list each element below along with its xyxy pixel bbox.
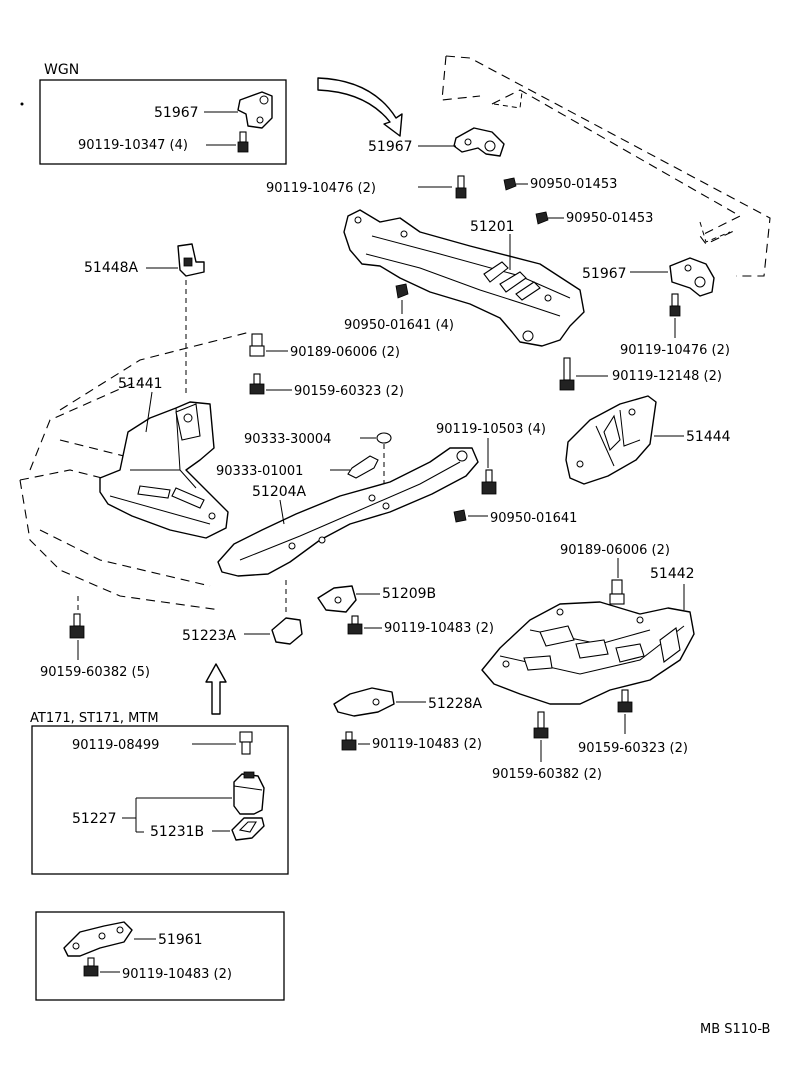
bolt-90119-10476-right: [669, 293, 681, 317]
bolt-90159-60382-left: [69, 613, 85, 639]
label-90189-06006-left: 90189-06006 (2): [290, 345, 400, 360]
stray-dot: [20, 102, 24, 106]
label-90950-01641: 90950-01641: [490, 511, 577, 526]
label-51967-right: 51967: [582, 266, 627, 282]
label-90119-10483-a: 90119-10483 (2): [384, 621, 494, 636]
center-member-51204a: [217, 447, 479, 577]
bolt-90159-60382-right: [533, 711, 549, 739]
stopper-51223a: [271, 617, 303, 645]
label-90189-06006-right: 90189-06006 (2): [560, 543, 670, 558]
bolt-90119-10347: [237, 131, 249, 153]
splash-shield-51444: [565, 395, 657, 485]
label-51441: 51441: [118, 376, 163, 392]
bolt-90119-10476-left: [455, 175, 467, 199]
nut-90950-01453-b: [535, 211, 549, 225]
bolt-90159-60323-right: [617, 689, 633, 713]
wgn-box-title: WGN: [44, 62, 79, 78]
plug-90333-01001: [347, 455, 379, 479]
label-51961: 51961: [158, 932, 203, 948]
splash-shield-51442: [481, 601, 695, 705]
label-90119-10483-b: 90119-10483 (2): [372, 737, 482, 752]
bolt-90119-10483-a: [347, 615, 363, 635]
crossmember-51201: [343, 209, 585, 347]
label-90159-60382-right: 90159-60382 (2): [492, 767, 602, 782]
bumper-outline: [441, 55, 771, 277]
label-90119-10503: 90119-10503 (4): [436, 422, 546, 437]
label-90950-01453-b: 90950-01453: [566, 211, 653, 226]
at-box-frame: [31, 725, 289, 875]
label-51967-wgn: 51967: [154, 105, 199, 121]
label-90333-01001: 90333-01001: [216, 464, 303, 479]
bolt-90189-06006-left: [249, 333, 265, 357]
bolt-90159-60323-left: [249, 373, 265, 395]
label-90159-60323-left: 90159-60323 (2): [294, 384, 404, 399]
clip-51231b: [231, 817, 265, 841]
label-90950-01641-4: 90950-01641 (4): [344, 318, 454, 333]
bolt-90119-10503: [481, 469, 497, 495]
splash-shield-51441: [99, 401, 229, 539]
label-51201: 51201: [470, 219, 515, 235]
label-90119-10476-right: 90119-10476 (2): [620, 343, 730, 358]
label-51448a: 51448A: [84, 260, 139, 276]
label-90119-08499: 90119-08499: [72, 738, 159, 753]
label-90119-12148: 90119-12148 (2): [612, 369, 722, 384]
arrow-at: [205, 663, 227, 715]
arrow-wgn: [317, 77, 403, 137]
bracket-51967-wgn: [237, 91, 273, 129]
label-51209b: 51209B: [382, 586, 436, 602]
bolt-90119-08499: [239, 731, 253, 755]
label-51228a: 51228A: [428, 696, 483, 712]
label-51223a: 51223A: [182, 628, 237, 644]
label-51967-upper: 51967: [368, 139, 413, 155]
label-90119-10347: 90119-10347 (4): [78, 138, 188, 153]
label-51227: 51227: [72, 811, 117, 827]
nut-90950-01453-a: [503, 177, 517, 191]
label-90159-60382-left: 90159-60382 (5): [40, 665, 150, 680]
bolt-90189-06006-right: [609, 579, 625, 605]
label-90159-60323-right: 90159-60323 (2): [578, 741, 688, 756]
nut-90950-01641-4: [395, 283, 409, 299]
label-51231b: 51231B: [150, 824, 204, 840]
at-box-title: AT171, ST171, MTM: [30, 711, 159, 726]
plug-90333-30004: [376, 432, 392, 444]
bolt-90119-10483-box: [83, 957, 99, 977]
bracket-51967-upper: [453, 127, 505, 157]
bracket-51209b: [317, 585, 357, 613]
nut-90950-01641: [453, 509, 467, 523]
wgn-box-frame: [39, 79, 287, 165]
label-90119-10476-left: 90119-10476 (2): [266, 181, 376, 196]
label-90950-01453-a: 90950-01453: [530, 177, 617, 192]
bracket-51967-right: [669, 257, 715, 297]
label-90119-10483-box: 90119-10483 (2): [122, 967, 232, 982]
label-51444: 51444: [686, 429, 731, 445]
bracket-51961: [63, 921, 133, 957]
label-51442: 51442: [650, 566, 695, 582]
bolt-90119-10483-b: [341, 731, 357, 751]
bottom-box-frame: [35, 911, 285, 1001]
figure-code: MB S110-B: [700, 1022, 770, 1037]
label-51204a: 51204A: [252, 484, 307, 500]
label-90333-30004: 90333-30004: [244, 432, 331, 447]
stopper-51227: [233, 771, 265, 815]
clip-51448a: [177, 243, 205, 277]
bolt-90119-12148: [559, 357, 575, 391]
bracket-51228a: [333, 687, 395, 717]
